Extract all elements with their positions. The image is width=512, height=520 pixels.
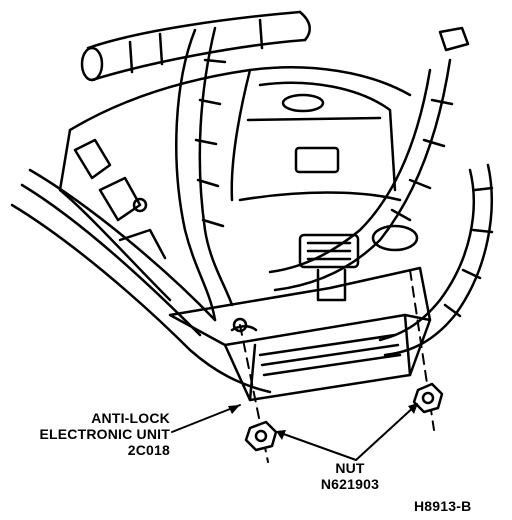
callout-unit-line2: ELECTRONIC UNIT (39, 426, 170, 442)
figure-id: H8913-B (414, 498, 472, 514)
nut-left (244, 420, 278, 452)
left-fittings (73, 138, 167, 260)
stud-centerlines (239, 269, 435, 463)
nut-right (412, 382, 444, 414)
abs-electronic-unit (168, 266, 432, 402)
callout-nut-line1: NUT (335, 460, 365, 476)
wiring-harness (175, 26, 494, 357)
callout-unit-line1: ANTI-LOCK (91, 410, 170, 426)
callout-unit-line3: 2C018 (127, 442, 170, 458)
callout-electronic-unit: ANTI-LOCK ELECTRONIC UNIT 2C018 (2, 410, 170, 458)
upper-tube (80, 10, 311, 82)
engine-housing (58, 66, 412, 302)
callout-leaders (171, 404, 417, 461)
leader-arrowheads (228, 403, 418, 440)
callout-nut-line2: N621903 (320, 476, 380, 492)
callout-nut: NUT N621903 (300, 460, 400, 492)
